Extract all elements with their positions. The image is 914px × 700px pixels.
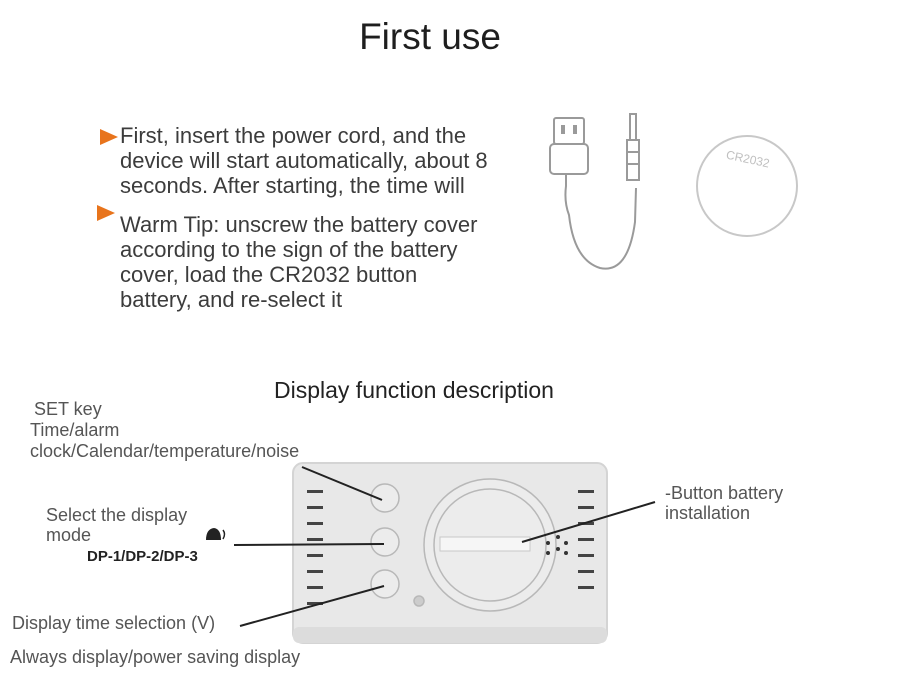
display-mode-label-line-2: mode (46, 525, 92, 545)
time-selection-label: Display time selection (V) (12, 613, 216, 633)
step-2-line-3: cover, load the CR2032 button (120, 262, 418, 287)
set-key-desc-line-1: Time/alarm (30, 420, 120, 440)
orange-arrow-icon (97, 205, 115, 221)
step-1-line-1: First, insert the power cord, and the (120, 123, 467, 148)
set-key-desc-line-2: clock/Calendar/temperature/noise (30, 441, 300, 461)
always-display-label: Always display/power saving display (10, 647, 301, 667)
step-2-line-4: battery, and re-select it (120, 287, 343, 312)
battery-installation-label-line-2: installation (665, 503, 751, 523)
speaker-icon (206, 528, 226, 540)
set-key-label: SET key (34, 399, 102, 419)
section-title: Display function description (274, 377, 554, 403)
battery-installation-label-line-1: -Button battery (665, 483, 784, 503)
display-mode-options: DP-1/DP-2/DP-3 (87, 548, 198, 565)
step-1-line-2: device will start automatically, about 8 (120, 148, 488, 173)
step-1-text: First, insert the power cord, and the de… (120, 123, 550, 198)
set-key-pointer (301, 466, 383, 501)
step-2-line-1: Warm Tip: unscrew the battery cover (120, 212, 478, 237)
orange-arrow-icon (100, 129, 118, 145)
button-battery-icon: CR2032 (696, 135, 798, 237)
time-selection-pointer (239, 585, 385, 627)
usb-cable-icon (549, 113, 640, 270)
step-1-line-3: seconds. After starting, the time will (120, 173, 465, 198)
page-title: First use (359, 16, 501, 57)
display-mode-pointer (233, 543, 385, 546)
battery-installation-pointer (521, 501, 656, 543)
display-mode-label-line-1: Select the display (46, 505, 188, 525)
device-illustration (292, 462, 608, 644)
step-2-text: Warm Tip: unscrew the battery cover acco… (120, 212, 550, 312)
step-2-line-2: according to the sign of the battery (120, 237, 458, 262)
